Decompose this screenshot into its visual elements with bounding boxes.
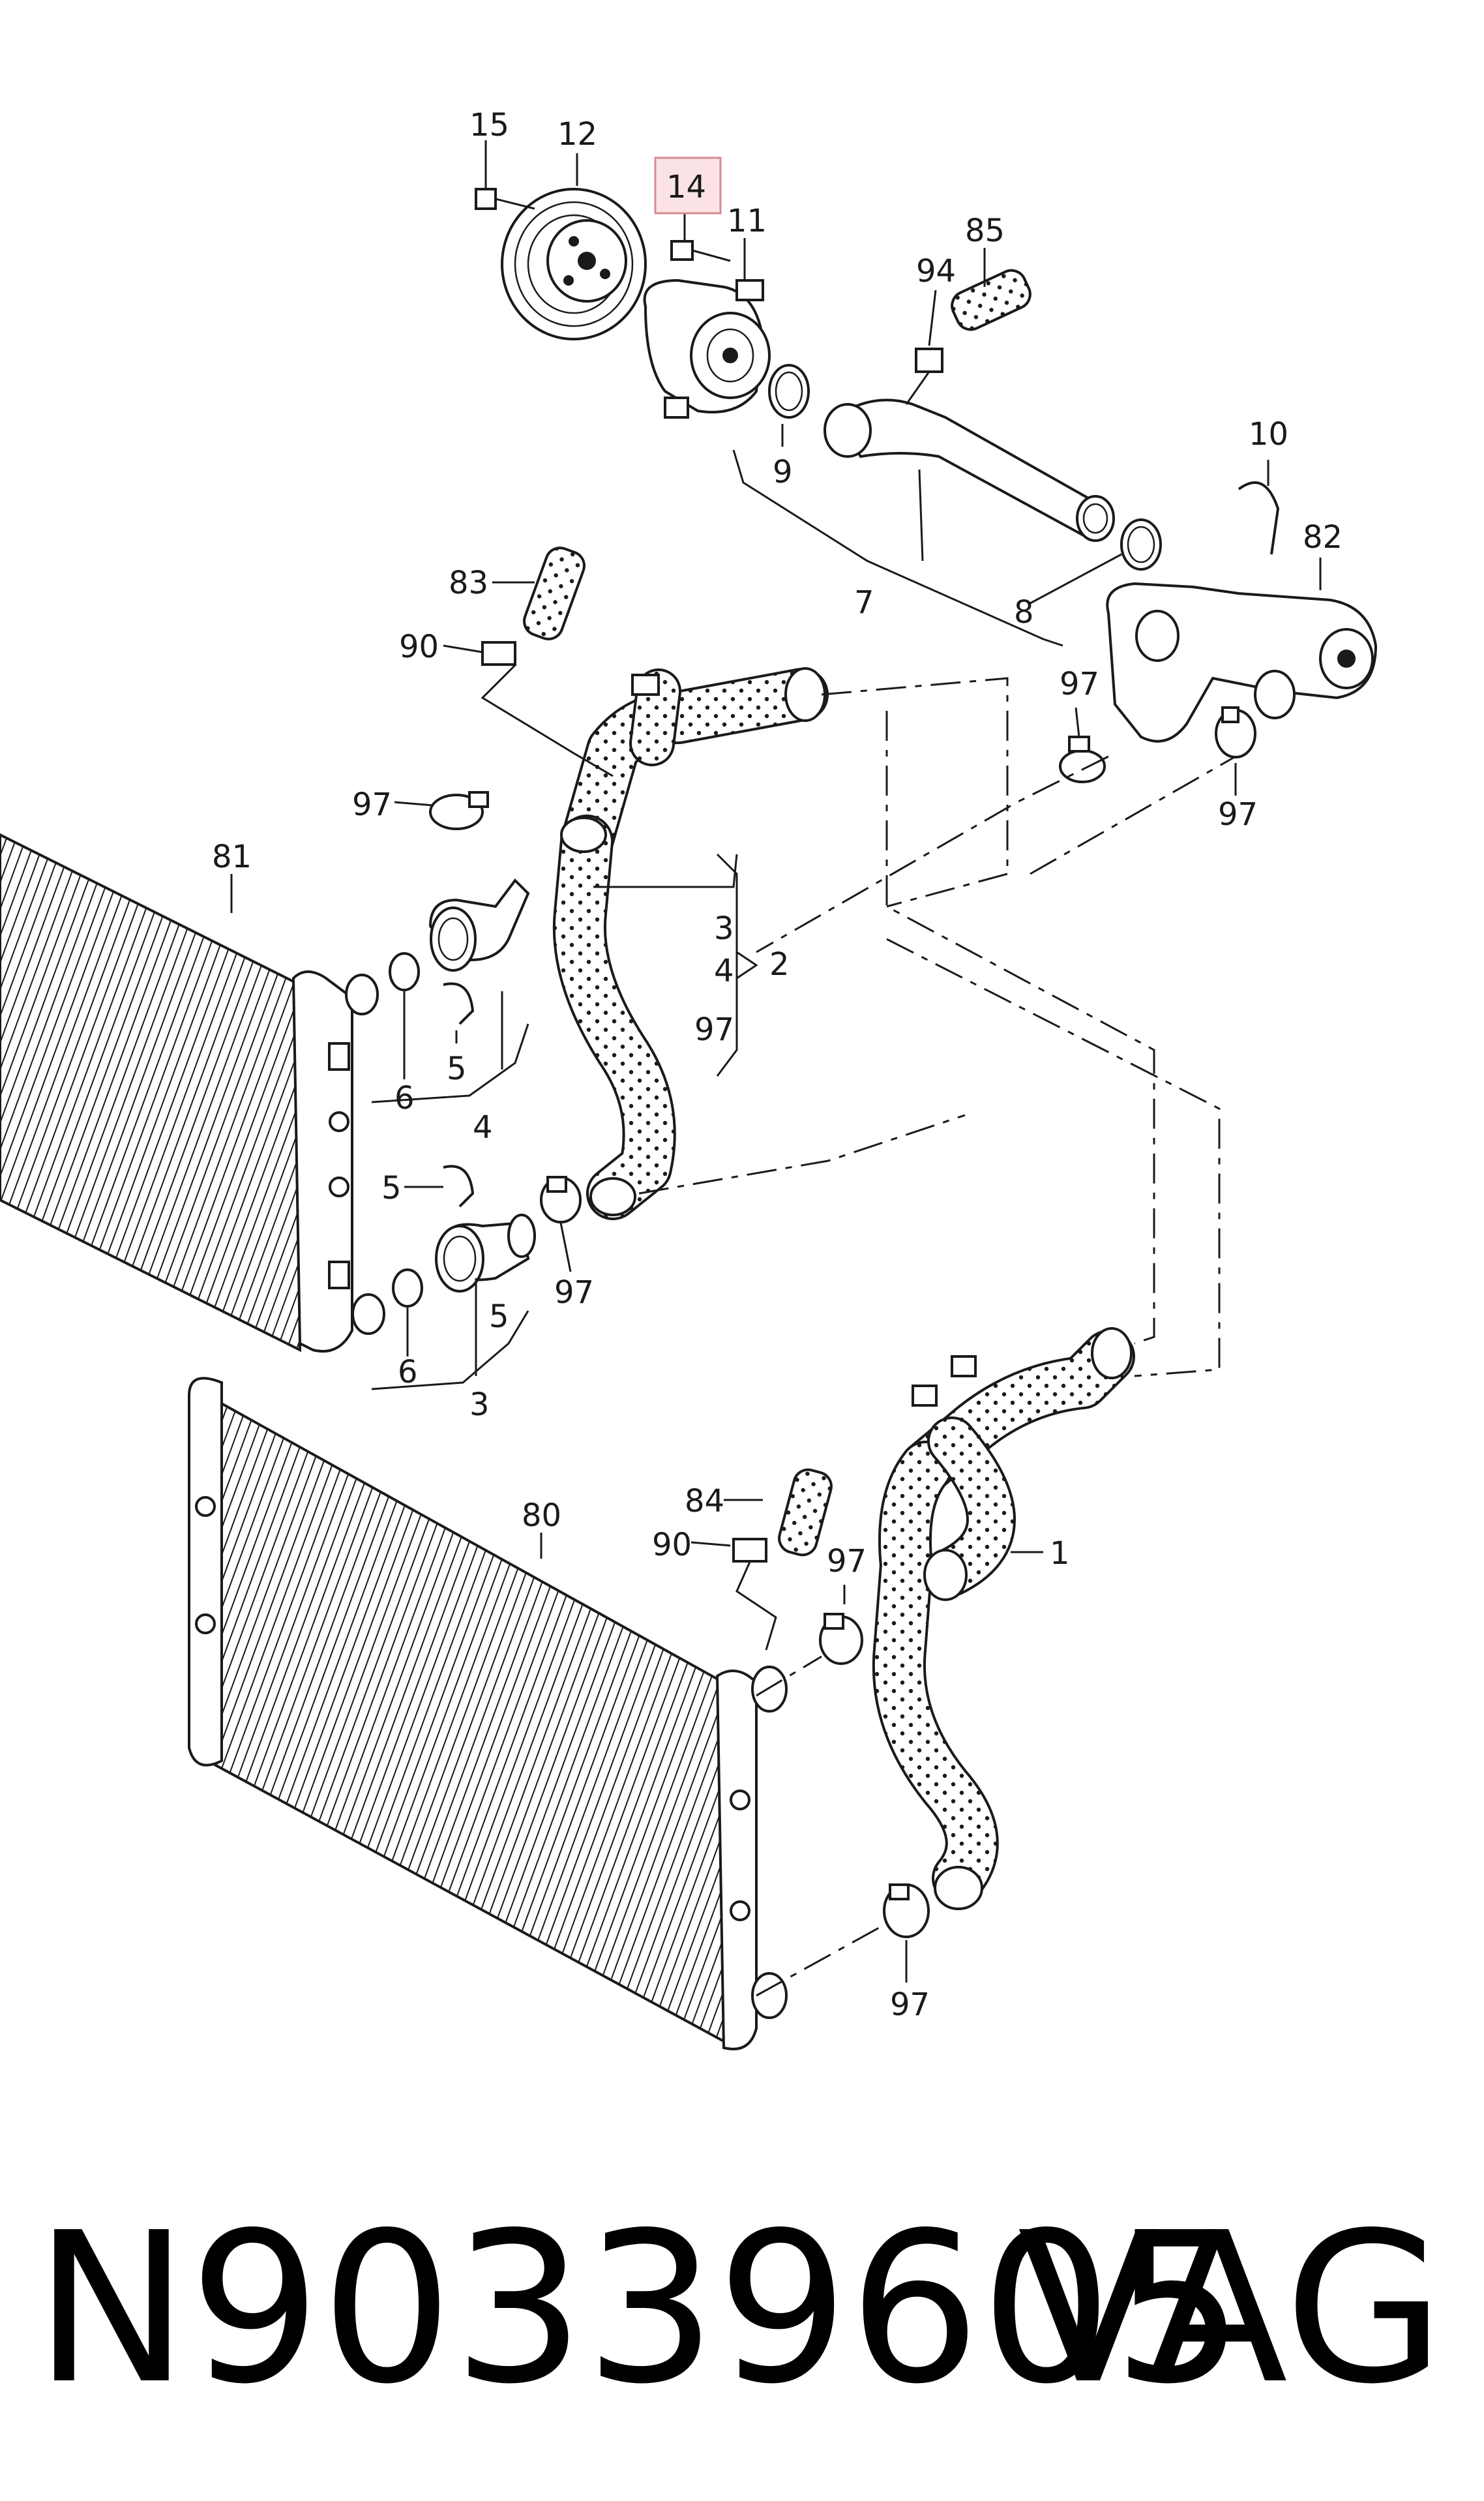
- callout-90-a: 90: [399, 629, 439, 665]
- callout-97-d: 97: [694, 1011, 734, 1048]
- callout-81: 81: [212, 839, 252, 875]
- lower-hose: [872, 1327, 1135, 1910]
- radiator-81: [0, 833, 385, 1353]
- callout-14: 14: [666, 169, 706, 205]
- callout-4-b: 4: [473, 1109, 493, 1146]
- callout-1: 1: [1050, 1535, 1070, 1572]
- callout-12: 12: [557, 116, 597, 153]
- upper-hose: [552, 667, 829, 1220]
- clip-10: [1238, 481, 1280, 555]
- o-ring-6-a: [389, 952, 420, 991]
- leader-lines: [230, 140, 1322, 1983]
- callout-83: 83: [449, 565, 488, 601]
- callout-11: 11: [727, 203, 767, 239]
- callout-labels: 15 12 14 11 94 85 9 10 82 7 8 83 90 97 9…: [212, 107, 1343, 2023]
- o-ring-6-b: [392, 1268, 423, 1308]
- callout-5-a: 5: [447, 1051, 467, 1087]
- callout-3-b: 3: [469, 1386, 490, 1423]
- brand-name: VAG: [1017, 2188, 1445, 2429]
- connector-lower: [435, 1214, 536, 1293]
- callout-9: 9: [773, 454, 793, 490]
- callout-97-b: 97: [1218, 796, 1258, 833]
- o-ring-8: [1120, 518, 1162, 571]
- clip-90-b: [732, 1538, 767, 1563]
- hose-83: [523, 547, 586, 640]
- clip-5-b: [443, 1165, 475, 1208]
- hose-85: [951, 269, 1031, 331]
- pulley-bolt: [475, 188, 535, 210]
- part-number: N90339605: [34, 2188, 1245, 2429]
- clip-90-a: [481, 641, 516, 666]
- callout-97-c: 97: [352, 786, 392, 823]
- clamp-97-d: [540, 1176, 582, 1223]
- callout-97-f: 97: [827, 1543, 867, 1580]
- pulley: [501, 188, 647, 340]
- callout-84: 84: [685, 1483, 724, 1520]
- clamp-97-g: [883, 1883, 930, 1938]
- callout-80: 80: [522, 1497, 561, 1534]
- callout-82: 82: [1303, 519, 1343, 556]
- flow-lines: [638, 677, 1236, 1997]
- callout-8: 8: [1014, 594, 1034, 631]
- clamp-97-b: [1215, 706, 1256, 758]
- callout-97-a: 97: [1060, 666, 1099, 702]
- clamp-97-f: [819, 1613, 863, 1665]
- callout-5-c: 5: [489, 1298, 509, 1335]
- callout-5-b: 5: [381, 1170, 402, 1206]
- callout-85: 85: [965, 213, 1005, 249]
- callout-4-a: 4: [714, 953, 734, 989]
- o-ring-9: [768, 364, 810, 419]
- radiator-80: [188, 1377, 788, 2050]
- callout-90-b: 90: [652, 1527, 692, 1563]
- callout-10: 10: [1249, 416, 1288, 453]
- callout-3-a: 3: [714, 910, 734, 947]
- thermostat-housing: [1106, 582, 1378, 743]
- caption: N90339605 VAG: [0, 2172, 1484, 2446]
- callout-2: 2: [769, 946, 790, 983]
- highlight-14: [654, 157, 722, 215]
- callout-15: 15: [469, 107, 509, 143]
- clamp-97-a: [1059, 736, 1106, 783]
- callout-97-e: 97: [554, 1274, 594, 1311]
- callout-7: 7: [854, 584, 874, 621]
- callout-94: 94: [916, 253, 956, 290]
- clip-5-a: [443, 982, 475, 1025]
- callout-6-b: 6: [398, 1354, 418, 1390]
- callout-6-a: 6: [394, 1080, 415, 1116]
- hose-84: [778, 1468, 833, 1557]
- callout-97-g: 97: [890, 1986, 930, 2023]
- pump-bolt: [670, 240, 731, 262]
- sensor-94: [905, 348, 943, 405]
- water-pump: [643, 278, 771, 419]
- connector-upper: [428, 878, 530, 972]
- coolant-pipe: [824, 398, 1115, 542]
- clamp-97-c: [429, 791, 489, 830]
